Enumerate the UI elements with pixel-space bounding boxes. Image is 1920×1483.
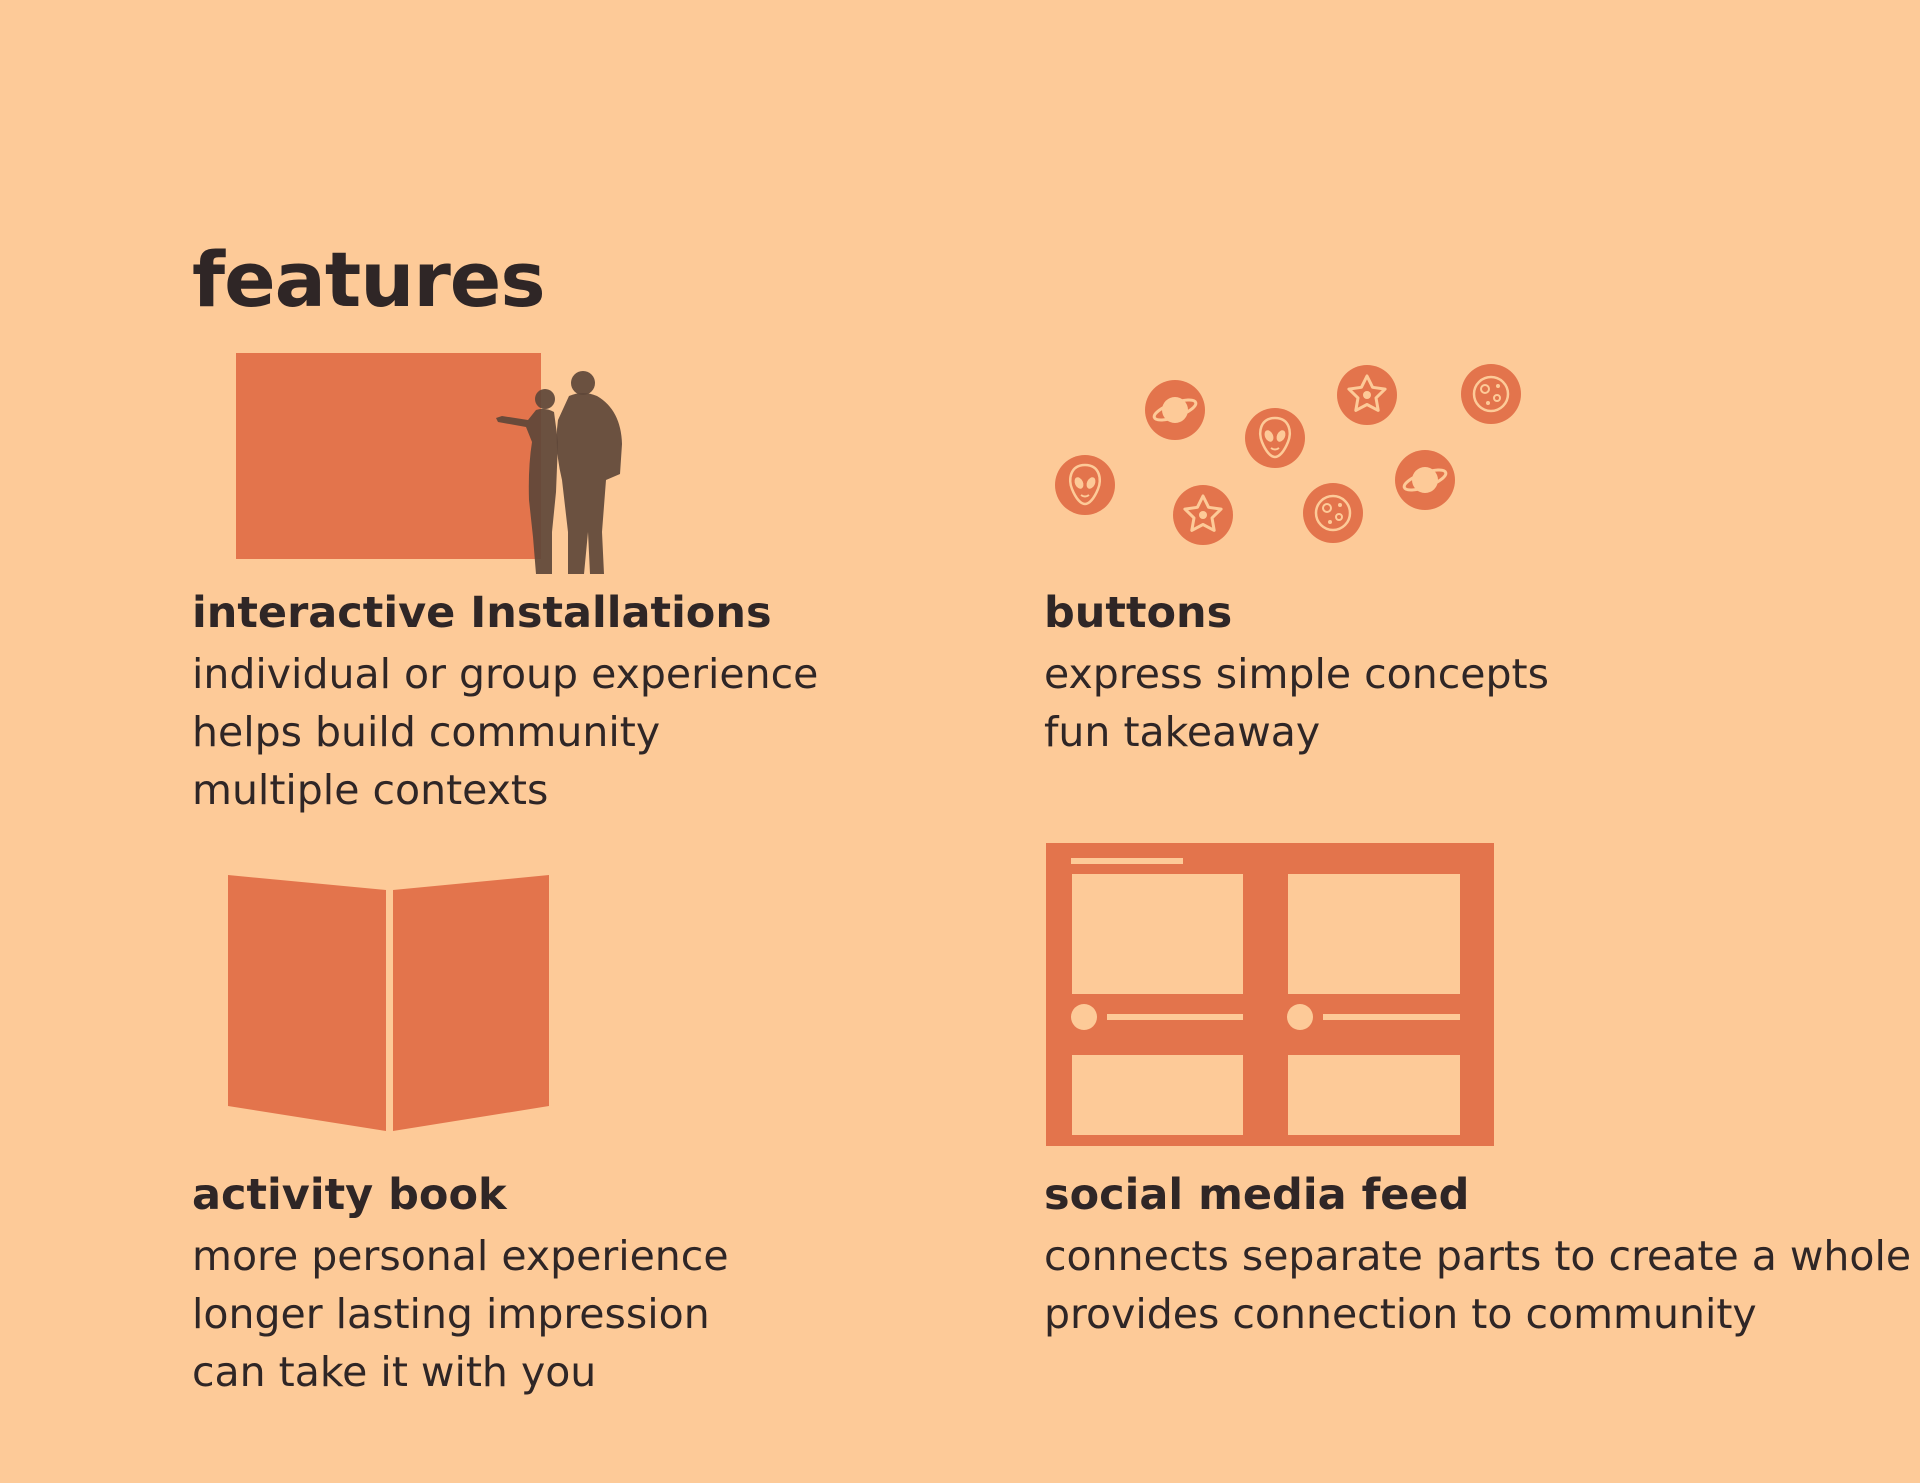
feature-description-list: more personal experience longer lasting … bbox=[192, 1227, 1072, 1401]
buttons-illustration bbox=[1055, 364, 1521, 545]
feed-post-card bbox=[1287, 874, 1460, 1135]
feature-heading: social media feed bbox=[1044, 1170, 1470, 1220]
feature-activity-book: activity book more personal experience l… bbox=[192, 1167, 1072, 1401]
interactive-installation-illustration bbox=[236, 353, 622, 574]
visitor-silhouette-icon bbox=[496, 371, 622, 574]
feature-line: provides connection to community bbox=[1044, 1290, 1757, 1338]
star-button-icon bbox=[1337, 365, 1397, 425]
book-left-page bbox=[228, 875, 386, 1131]
feature-description-list: individual or group experience helps bui… bbox=[192, 645, 1072, 819]
feed-post-card bbox=[1071, 874, 1243, 1135]
feature-line: helps build community bbox=[192, 708, 661, 756]
feature-heading: activity book bbox=[192, 1170, 507, 1220]
feature-buttons: buttons express simple concepts fun take… bbox=[1044, 585, 1920, 761]
feature-line: fun takeaway bbox=[1044, 708, 1321, 756]
feature-line: individual or group experience bbox=[192, 650, 819, 698]
alien-button-icon bbox=[1245, 408, 1305, 468]
feature-line: more personal experience bbox=[192, 1232, 729, 1280]
feature-description-list: connects separate parts to create a whol… bbox=[1044, 1227, 1920, 1343]
alien-button-icon bbox=[1055, 455, 1115, 515]
open-book-illustration bbox=[228, 875, 549, 1131]
feature-line: multiple contexts bbox=[192, 766, 549, 814]
page-title: features bbox=[192, 235, 546, 324]
feature-description-list: express simple concepts fun takeaway bbox=[1044, 645, 1920, 761]
feature-social-media-feed: social media feed connects separate part… bbox=[1044, 1167, 1920, 1343]
planet-button-icon bbox=[1395, 450, 1455, 510]
feature-line: can take it with you bbox=[192, 1348, 597, 1396]
star-button-icon bbox=[1173, 485, 1233, 545]
planet-button-icon bbox=[1145, 380, 1205, 440]
feature-heading: buttons bbox=[1044, 588, 1233, 638]
feed-header-bar bbox=[1071, 858, 1183, 864]
feature-line: express simple concepts bbox=[1044, 650, 1549, 698]
feature-line: longer lasting impression bbox=[192, 1290, 710, 1338]
feature-line: connects separate parts to create a whol… bbox=[1044, 1232, 1912, 1280]
installation-screen bbox=[236, 353, 541, 559]
social-feed-illustration bbox=[1046, 843, 1494, 1146]
moon-button-icon bbox=[1303, 483, 1363, 543]
book-right-page bbox=[393, 875, 549, 1131]
feature-interactive-installations: interactive Installations individual or … bbox=[192, 585, 1072, 819]
moon-button-icon bbox=[1461, 364, 1521, 424]
feature-heading: interactive Installations bbox=[192, 588, 772, 638]
